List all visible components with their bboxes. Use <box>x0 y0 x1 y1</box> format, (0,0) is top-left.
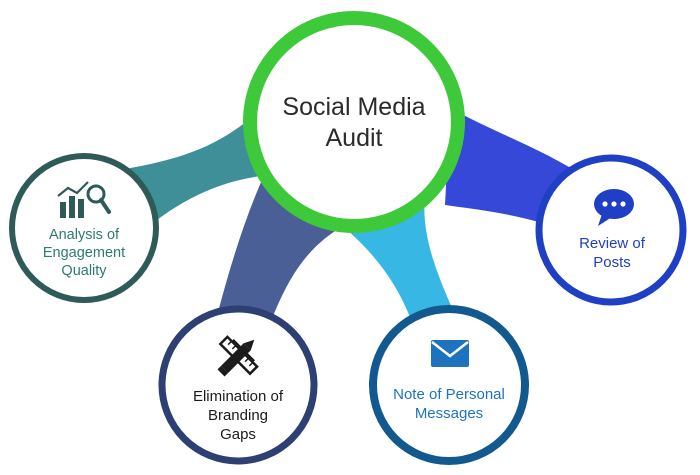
center-label-line2: Audit <box>325 124 383 153</box>
envelope-icon <box>431 340 469 367</box>
engagement-circle <box>9 153 159 303</box>
messages-label-line1: Note of Personal <box>393 386 505 403</box>
posts-label: Review of Posts <box>556 235 668 273</box>
analytics-chart-magnifier-icon <box>57 181 111 218</box>
engagement-label: Analysis of Engagement Quality <box>22 226 146 280</box>
messages-circle <box>369 305 529 465</box>
connector-engagement <box>120 112 268 235</box>
center-circle <box>243 11 465 233</box>
center-label-line1: Social Media <box>282 93 426 121</box>
engagement-label-line3: Quality <box>61 263 107 280</box>
posts-label-line1: Review of <box>579 235 645 252</box>
messages-label-line2: Messages <box>414 404 484 422</box>
center-label: Social Media Audit <box>264 92 444 155</box>
speech-bubble-icon <box>594 189 634 226</box>
branding-label: Elimination of Branding Gaps <box>173 388 303 444</box>
ruler-pencil-icon <box>217 335 259 377</box>
engagement-label-line2: Engagement <box>42 245 126 262</box>
branding-label-line1: Elimination of <box>192 388 284 405</box>
branding-circle <box>158 305 318 465</box>
branding-label-line2: Branding <box>207 406 269 424</box>
messages-label: Note of Personal Messages <box>383 386 515 424</box>
posts-circle <box>535 154 687 306</box>
posts-label-line2: Posts <box>593 253 631 271</box>
engagement-label-line1: Analysis of <box>48 227 120 243</box>
branding-label-line3: Gaps <box>220 425 256 443</box>
